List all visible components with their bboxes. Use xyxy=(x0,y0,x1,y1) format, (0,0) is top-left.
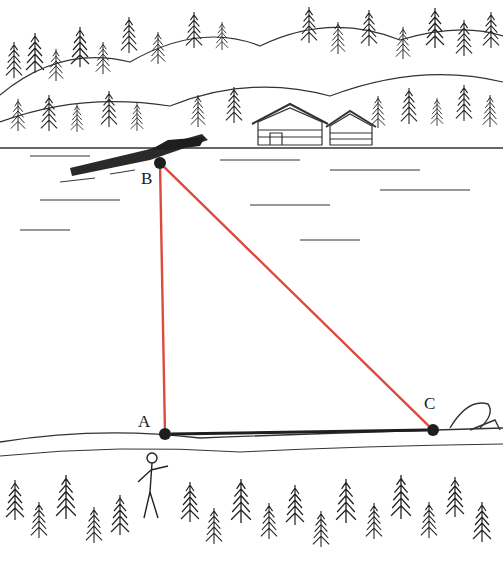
sight-line xyxy=(164,167,428,426)
sight-line xyxy=(171,430,427,434)
point-letter: A xyxy=(137,412,151,432)
survey-point: C xyxy=(427,424,439,436)
sight-line xyxy=(160,169,165,428)
point-letter: B xyxy=(140,169,153,189)
survey-point: A xyxy=(159,428,171,440)
point-letter: C xyxy=(423,394,436,414)
survey-point: B xyxy=(154,157,166,169)
